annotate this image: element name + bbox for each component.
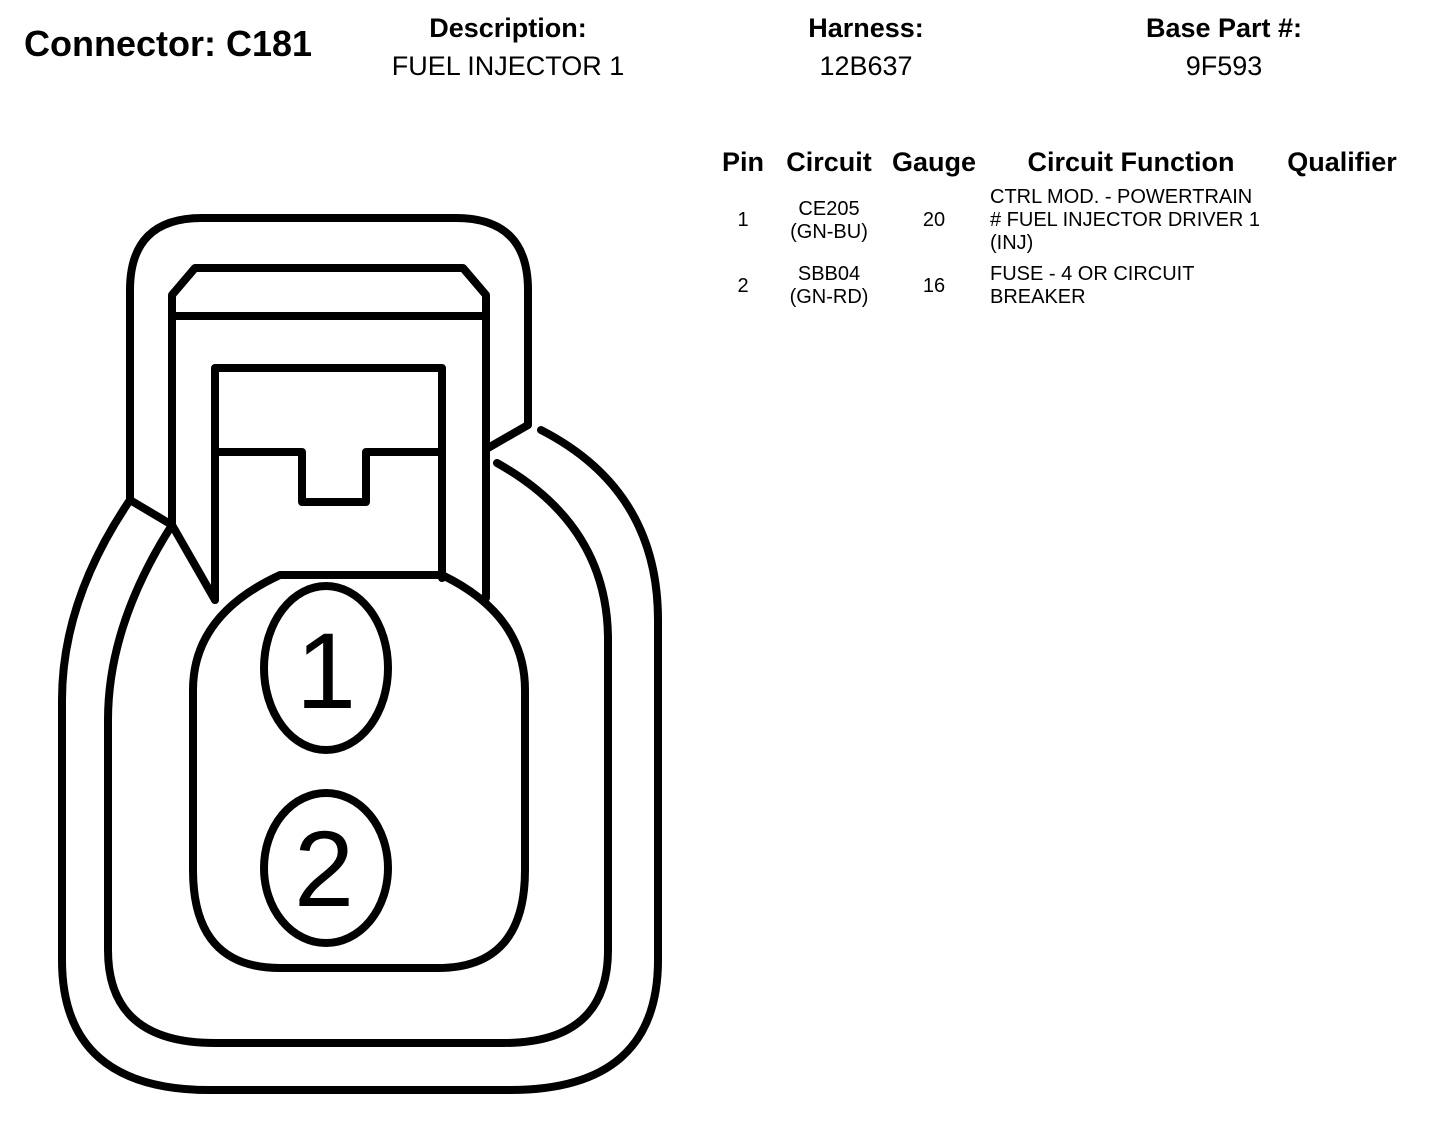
outer-latch-housing xyxy=(126,214,532,504)
cell-circuit-function: CTRL MOD. - POWERTRAIN # FUEL INJECTOR D… xyxy=(982,182,1280,255)
description-value: FUEL INJECTOR 1 xyxy=(391,51,625,81)
function-line: CTRL MOD. - POWERTRAIN xyxy=(990,186,1253,208)
pin-1-ellipse xyxy=(260,582,392,754)
left-latch-arm xyxy=(168,521,219,604)
pin-table: Pin Circuit Gauge Circuit Function Quali… xyxy=(714,142,1404,309)
outer-body-shell xyxy=(58,426,662,1094)
connector-face-diagram: 1 2 xyxy=(58,214,662,1094)
table-row: 1 CE205 (GN-BU) 20 CTRL MOD. - POWERTRAI… xyxy=(714,182,1404,255)
cell-circuit: CE205 (GN-BU) xyxy=(772,182,886,255)
harness-block: Harness: 12B637 xyxy=(746,10,986,86)
header-circuit: Circuit xyxy=(786,147,872,177)
cell-pin: 2 xyxy=(737,274,749,297)
inner-body-shell xyxy=(104,459,612,1047)
cell-pin: 1 xyxy=(737,209,749,231)
lock-tab-notch xyxy=(211,448,446,506)
header-qualifier: Qualifier xyxy=(1287,147,1397,177)
connector-title: Connector: C181 xyxy=(24,23,313,64)
latch-inner-frame xyxy=(168,264,490,602)
cell-gauge: 20 xyxy=(922,209,946,231)
base-part-block: Base Part #: 9F593 xyxy=(1104,10,1344,86)
pin-cavity-block xyxy=(189,571,529,972)
cell-gauge: 16 xyxy=(922,274,946,297)
function-line: (INJ) xyxy=(990,232,1034,254)
function-line: BREAKER xyxy=(990,286,1086,308)
function-line: # FUEL INJECTOR DRIVER 1 xyxy=(990,209,1261,231)
harness-value: 12B637 xyxy=(819,51,913,81)
left-seam xyxy=(126,496,176,529)
circuit-id: CE205 xyxy=(798,197,860,220)
header-gauge: Gauge xyxy=(891,147,977,177)
cell-qualifier xyxy=(1280,182,1404,255)
circuit-color: (GN-BU) xyxy=(790,220,868,243)
table-row: 2 SBB04 (GN-RD) 16 FUSE - 4 OR CIRCUIT B… xyxy=(714,255,1404,309)
description-label: Description: xyxy=(429,13,587,43)
lock-tab xyxy=(211,364,446,604)
header-circuit-function: Circuit Function xyxy=(1027,147,1235,177)
cell-circuit-function: FUSE - 4 OR CIRCUIT BREAKER xyxy=(982,255,1280,309)
pin-2-ellipse xyxy=(260,789,392,947)
circuit-id: SBB04 xyxy=(797,263,861,285)
description-block: Description: FUEL INJECTOR 1 xyxy=(368,10,648,86)
cell-qualifier xyxy=(1280,255,1404,309)
pin-1-label: 1 xyxy=(296,610,356,731)
harness-label: Harness: xyxy=(808,13,924,43)
base-part-label: Base Part #: xyxy=(1145,13,1303,43)
header-pin: Pin xyxy=(721,147,764,177)
cell-circuit: SBB04 (GN-RD) xyxy=(772,255,886,309)
function-line: FUSE - 4 OR CIRCUIT xyxy=(990,263,1195,285)
table-header-row: Pin Circuit Gauge Circuit Function Quali… xyxy=(714,142,1404,182)
base-part-value: 9F593 xyxy=(1185,51,1263,81)
circuit-color: (GN-RD) xyxy=(789,286,869,308)
pin-2-label: 2 xyxy=(294,808,354,929)
